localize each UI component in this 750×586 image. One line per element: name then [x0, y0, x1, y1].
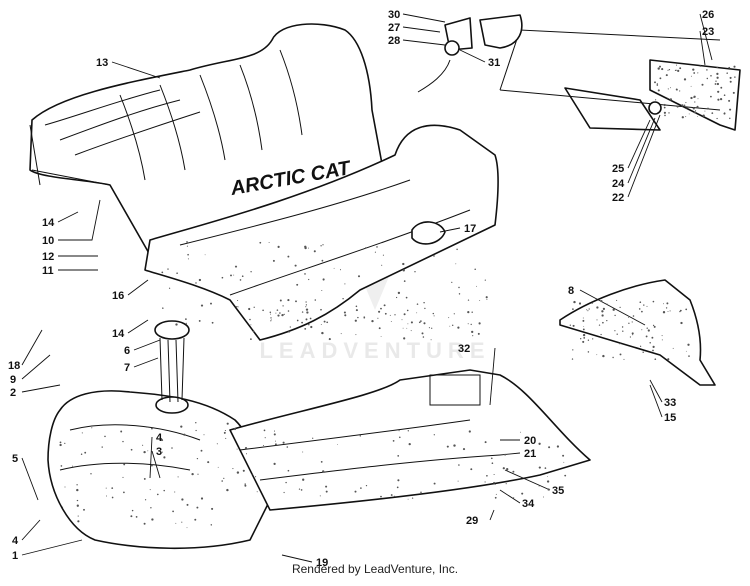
- callout-20: 20: [524, 435, 536, 447]
- callout-29: 29: [466, 515, 478, 527]
- callout-24: 24: [612, 178, 625, 190]
- callout-14b: 14: [112, 328, 125, 340]
- callout-30: 30: [388, 9, 400, 21]
- callout-32: 32: [458, 343, 470, 355]
- callouts: 13 14 10 12 11 16 14 6 7 18 9 2 5 4 3 4 …: [8, 9, 714, 569]
- callout-28: 28: [388, 35, 400, 47]
- callout-25: 25: [612, 163, 624, 175]
- callout-9: 9: [10, 374, 16, 386]
- seat-base: [144, 124, 499, 341]
- callout-16: 16: [112, 290, 124, 302]
- callout-4b: 4: [12, 535, 19, 547]
- callout-18: 18: [8, 360, 20, 372]
- light-bracket: [417, 14, 523, 93]
- callout-13: 13: [96, 57, 108, 69]
- callout-22: 22: [612, 192, 624, 204]
- callout-23: 23: [702, 26, 714, 38]
- callout-34: 34: [522, 498, 535, 510]
- watermark-text: LEADVENTURE: [259, 338, 490, 363]
- callout-8: 8: [568, 285, 574, 297]
- leader-lines: [21, 13, 713, 563]
- callout-33: 33: [664, 397, 676, 409]
- bottom-tray: [229, 369, 591, 511]
- callout-1: 1: [12, 550, 18, 562]
- callout-11: 11: [42, 265, 54, 277]
- callout-27: 27: [388, 22, 400, 34]
- side-bracket: [559, 279, 716, 386]
- callout-4: 4: [156, 432, 163, 444]
- callout-19: 19: [316, 557, 328, 569]
- callout-21: 21: [524, 448, 536, 460]
- callout-35: 35: [552, 485, 564, 497]
- callout-6: 6: [124, 345, 130, 357]
- callout-26: 26: [702, 9, 714, 21]
- callout-17: 17: [464, 223, 476, 235]
- callout-15: 15: [664, 412, 676, 424]
- gas-tank: [47, 320, 271, 550]
- footer-credit: Rendered by LeadVenture, Inc.: [291, 562, 459, 576]
- callout-12: 12: [42, 251, 54, 263]
- callout-2: 2: [10, 387, 16, 399]
- callout-7: 7: [124, 362, 130, 374]
- callout-14: 14: [42, 217, 55, 229]
- speckle-texture: [59, 64, 736, 529]
- callout-5: 5: [12, 453, 18, 465]
- callout-10: 10: [42, 235, 54, 247]
- callout-31: 31: [488, 57, 500, 69]
- callout-3: 3: [156, 446, 162, 458]
